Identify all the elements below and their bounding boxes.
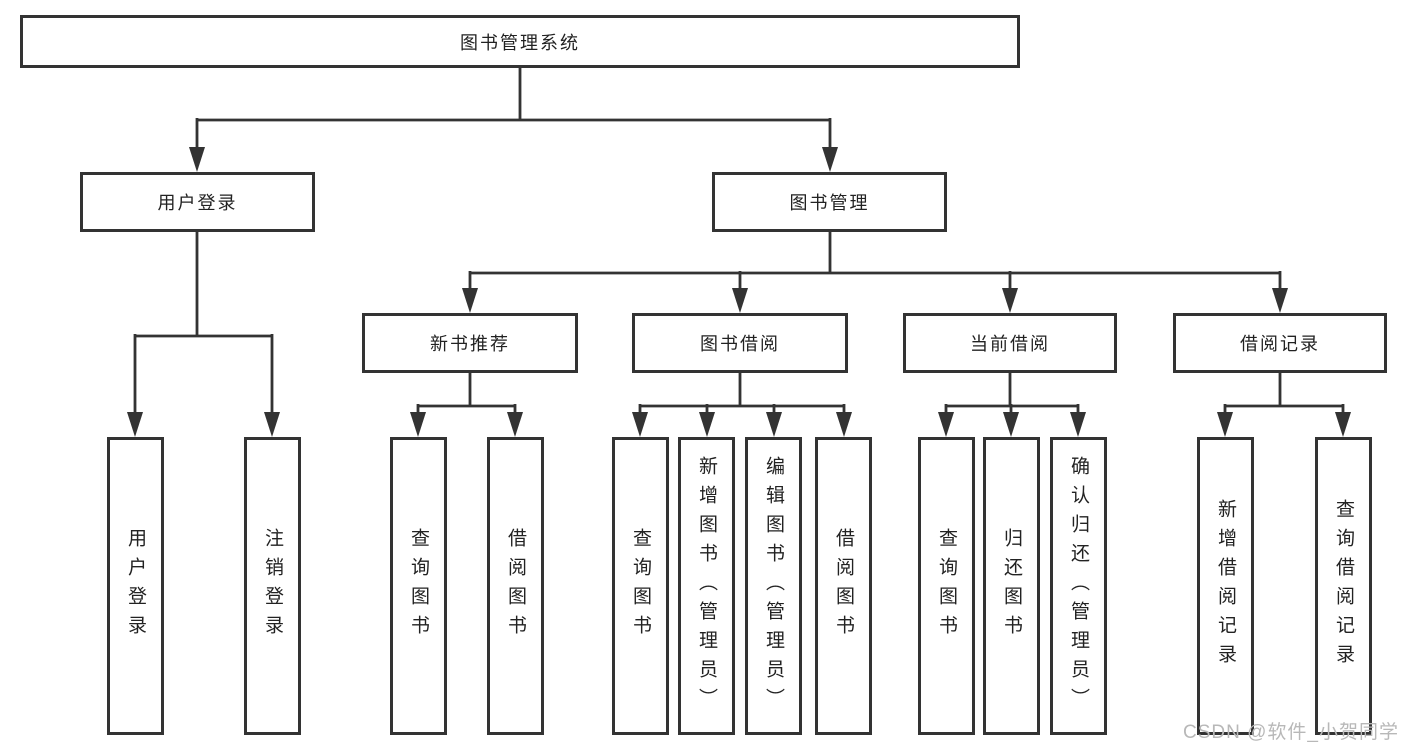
- node-borrow-record-label: 借阅记录: [1240, 334, 1320, 354]
- arrowhead-icon: [1335, 412, 1351, 437]
- node-current-borrow-label: 当前借阅: [970, 334, 1050, 354]
- leaf-add-book-admin-label: 新增图书（管理员）: [696, 455, 717, 717]
- leaf-confirm-return-admin: 确认归还（管理员）: [1050, 437, 1107, 735]
- arrowhead-icon: [507, 412, 523, 437]
- leaf-add-book-admin: 新增图书（管理员）: [678, 437, 735, 735]
- node-book-borrow: 图书借阅: [632, 313, 848, 373]
- leaf-query-books-2: 查询图书: [612, 437, 669, 735]
- node-book-mgmt: 图书管理: [712, 172, 947, 232]
- arrowhead-icon: [1003, 412, 1019, 437]
- arrowhead-icon: [836, 412, 852, 437]
- leaf-confirm-return-admin-label: 确认归还（管理员）: [1068, 455, 1089, 717]
- arrowhead-icon: [699, 412, 715, 437]
- node-current-borrow: 当前借阅: [903, 313, 1117, 373]
- leaf-borrow-books-1-label: 借阅图书: [505, 528, 526, 644]
- arrowhead-icon: [127, 412, 143, 437]
- arrowhead-icon: [766, 412, 782, 437]
- arrowhead-icon: [189, 147, 205, 172]
- leaf-query-books-1: 查询图书: [390, 437, 447, 735]
- arrowhead-icon: [938, 412, 954, 437]
- node-user-login: 用户登录: [80, 172, 315, 232]
- leaf-return-book: 归还图书: [983, 437, 1040, 735]
- leaf-query-books-2-label: 查询图书: [630, 528, 651, 644]
- leaf-borrow-books-2: 借阅图书: [815, 437, 872, 735]
- arrowhead-icon: [632, 412, 648, 437]
- leaf-query-books-3-label: 查询图书: [936, 528, 957, 644]
- leaf-query-borrow-record-label: 查询借阅记录: [1333, 499, 1354, 673]
- node-borrow-record: 借阅记录: [1173, 313, 1387, 373]
- leaf-add-borrow-record-label: 新增借阅记录: [1215, 499, 1236, 673]
- leaf-borrow-books-1: 借阅图书: [487, 437, 544, 735]
- arrowhead-icon: [732, 288, 748, 313]
- leaf-query-borrow-record: 查询借阅记录: [1315, 437, 1372, 735]
- arrowhead-icon: [410, 412, 426, 437]
- leaf-borrow-books-2-label: 借阅图书: [833, 528, 854, 644]
- leaf-edit-book-admin: 编辑图书（管理员）: [745, 437, 802, 735]
- leaf-return-book-label: 归还图书: [1001, 528, 1022, 644]
- leaf-user-login: 用户登录: [107, 437, 164, 735]
- leaf-user-login-label: 用户登录: [125, 528, 146, 644]
- node-root: 图书管理系统: [20, 15, 1020, 68]
- node-new-book-recommend: 新书推荐: [362, 313, 578, 373]
- node-user-login-label: 用户登录: [157, 193, 238, 213]
- arrowhead-icon: [1070, 412, 1086, 437]
- leaf-query-books-3: 查询图书: [918, 437, 975, 735]
- leaf-edit-book-admin-label: 编辑图书（管理员）: [763, 455, 784, 717]
- node-new-book-recommend-label: 新书推荐: [430, 334, 510, 354]
- arrowhead-icon: [1217, 412, 1233, 437]
- arrowhead-icon: [1002, 288, 1018, 313]
- node-book-borrow-label: 图书借阅: [700, 334, 780, 354]
- arrowhead-icon: [1272, 288, 1288, 313]
- arrowhead-icon: [264, 412, 280, 437]
- leaf-logout-label: 注销登录: [262, 528, 283, 644]
- leaf-logout: 注销登录: [244, 437, 301, 735]
- node-root-label: 图书管理系统: [460, 32, 580, 53]
- leaf-add-borrow-record: 新增借阅记录: [1197, 437, 1254, 735]
- leaf-query-books-1-label: 查询图书: [408, 528, 429, 644]
- node-book-mgmt-label: 图书管理: [789, 193, 870, 213]
- csdn-watermark: CSDN @软件_小贺同学: [1183, 722, 1399, 743]
- arrowhead-icon: [822, 147, 838, 172]
- arrowhead-icon: [462, 288, 478, 313]
